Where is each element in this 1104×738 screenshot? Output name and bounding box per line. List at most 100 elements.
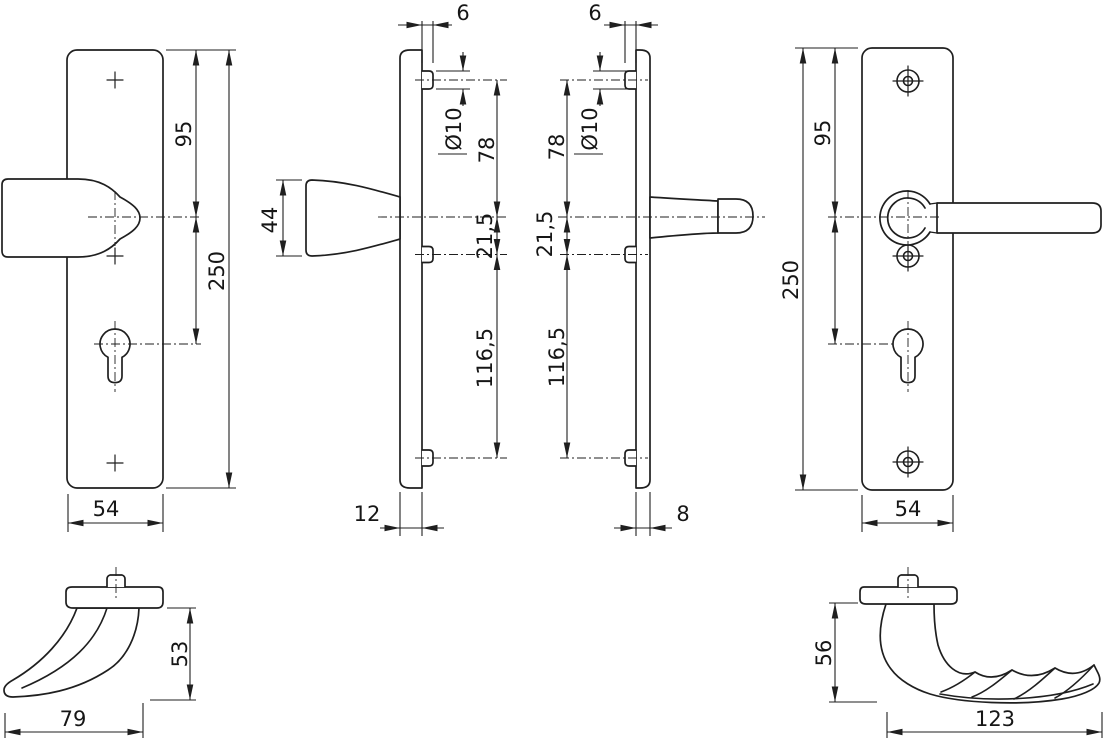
dim-label-d10: Ø10 (442, 107, 466, 150)
arrowhead (831, 217, 839, 233)
screw-head-bottom (892, 446, 924, 478)
extension-lines-12 (399, 492, 423, 536)
grip-base (65, 586, 164, 609)
dim-label-78: 78 (545, 134, 569, 161)
arrowhead (609, 21, 625, 29)
arrowhead (831, 201, 839, 217)
extension-lines-6 (421, 21, 434, 63)
arrowhead (563, 442, 571, 458)
grip-underside-line (939, 683, 1094, 700)
finger-groove-3 (1013, 667, 1056, 700)
dim-label-53: 53 (168, 641, 192, 668)
arrowhead (887, 728, 903, 736)
arrowhead (279, 180, 287, 196)
arrowhead (636, 21, 652, 29)
view-exterior-grip-profile: 53 79 (3, 567, 196, 738)
dim-label-123: 123 (975, 707, 1015, 731)
view-interior-lever-profile: 56 123 (812, 567, 1103, 738)
arrowhead (596, 55, 604, 71)
grip-surface-line (21, 607, 108, 689)
view-interior-side: 6 Ø10 78 21,5 116,5 8 (533, 1, 765, 536)
lever-bar-front (936, 202, 1102, 234)
arrowhead (192, 217, 200, 233)
dim-label-8: 8 (676, 502, 689, 526)
exterior-plate-side-outline (399, 49, 423, 489)
arrowhead (596, 89, 604, 105)
dim-label-250: 250 (205, 251, 229, 291)
arrowhead (831, 328, 839, 344)
fixing-cross-top (106, 71, 124, 89)
arrowhead (225, 50, 233, 66)
extension-lines-123 (886, 712, 1103, 738)
arrowhead (422, 524, 438, 532)
extension-lines-44 (276, 179, 302, 257)
lever-neck-side (649, 196, 719, 239)
extension-lines-6 (624, 21, 637, 63)
dim-label-95: 95 (811, 120, 835, 147)
arrowhead (192, 50, 200, 66)
dim-label-44: 44 (258, 207, 282, 234)
arrowhead (5, 728, 21, 736)
dim-label-54: 54 (895, 497, 922, 521)
arrowhead (192, 328, 200, 344)
arrowhead (799, 474, 807, 490)
extension-lines-53 (150, 607, 196, 701)
arrowhead (620, 524, 636, 532)
extension-lines-8 (635, 492, 651, 536)
dim-label-6: 6 (456, 1, 469, 25)
dim-label-21-5: 21,5 (473, 213, 497, 260)
arrowhead (192, 201, 200, 217)
arrowhead (459, 89, 467, 105)
arrowhead (406, 21, 422, 29)
arrowhead (799, 48, 807, 64)
arrowhead (186, 608, 194, 624)
dim-label-116-5: 116,5 (473, 328, 497, 388)
arrowhead (563, 201, 571, 217)
interior-plate-side-outline (635, 49, 651, 489)
arrowhead (493, 80, 501, 96)
arrowhead (459, 55, 467, 71)
arrowhead (186, 684, 194, 700)
arrowhead (1086, 728, 1102, 736)
extension-lines-56 (829, 602, 877, 703)
view-exterior-side: 6 Ø10 78 21,5 116,5 44 12 (258, 1, 507, 536)
view-exterior-front: 95 250 54 (1, 49, 236, 532)
arrowhead (225, 472, 233, 488)
lever-grip-end-side (717, 198, 754, 234)
arrowhead (937, 519, 953, 527)
dim-label-116-5: 116,5 (545, 327, 569, 387)
arrowhead (862, 519, 878, 527)
arrowhead (563, 80, 571, 96)
dim-label-79: 79 (60, 707, 87, 731)
lever-neck-joints (929, 202, 938, 234)
finger-groove-4 (1054, 664, 1095, 699)
lever-base (859, 586, 958, 605)
arrowhead (650, 524, 666, 532)
arrowhead (563, 239, 571, 255)
view-interior-front: 95 250 54 (779, 47, 1102, 532)
finger-groove-1 (940, 671, 976, 693)
extension-lines (795, 47, 954, 532)
dim-label-56: 56 (812, 640, 836, 667)
exterior-plate-outline (66, 49, 164, 489)
dim-label-12: 12 (354, 502, 381, 526)
dim-label-6: 6 (588, 1, 601, 25)
arrowhead (127, 728, 143, 736)
arrowhead (831, 48, 839, 64)
screw-head-top (892, 65, 924, 97)
fixing-cross-bottom (106, 454, 124, 472)
extension-lines (67, 49, 236, 532)
arrowhead (831, 686, 839, 702)
dim-label-95: 95 (172, 121, 196, 148)
finger-groove-2 (971, 669, 1013, 698)
arrowhead (384, 524, 400, 532)
dim-label-54: 54 (93, 497, 120, 521)
arrowhead (433, 21, 449, 29)
dim-label-250: 250 (779, 260, 803, 300)
fixing-cross-middle (106, 247, 124, 265)
arrowhead (147, 519, 163, 527)
grip-silhouette (3, 607, 140, 698)
dimension-lines (68, 50, 230, 524)
